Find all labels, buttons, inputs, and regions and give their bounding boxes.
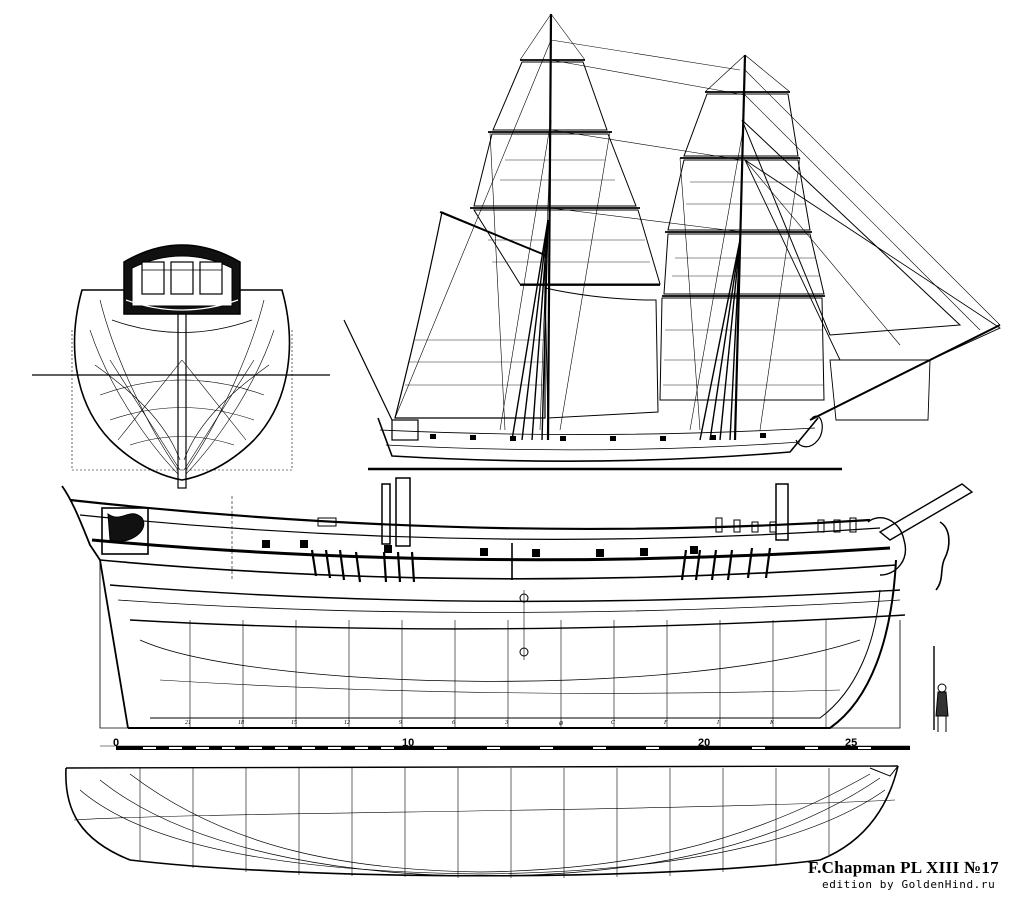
station-label: ⊕: [558, 721, 564, 727]
plate-edition: edition by GoldenHind.ru: [822, 878, 996, 891]
scale-bar: [100, 745, 910, 750]
scale-label-0: 0: [113, 737, 120, 749]
station-label: C: [611, 720, 616, 726]
station-label: 12: [344, 720, 350, 726]
station-label: I: [717, 720, 719, 726]
scale-label-10: 10: [402, 737, 415, 749]
station-label: 18: [238, 720, 244, 726]
scale-label-20: 20: [698, 737, 711, 749]
station-label: K: [770, 720, 775, 726]
station-label: 21: [185, 720, 191, 726]
human-scale-figure: [933, 646, 949, 732]
station-label: F: [664, 720, 668, 726]
sheer-plan-profile: [61, 477, 974, 729]
scale-label-25: 25: [845, 737, 858, 749]
half-breadth-plan: [65, 765, 899, 878]
plate-title: F.Chapman PL XIII №17: [808, 858, 999, 877]
station-label: 9: [399, 720, 402, 726]
station-label: 3: [505, 720, 508, 726]
station-label: 15: [291, 720, 297, 726]
station-label: 6: [452, 720, 455, 726]
body-plan-stern-view: [32, 244, 330, 489]
sail-plan: [343, 13, 1001, 471]
